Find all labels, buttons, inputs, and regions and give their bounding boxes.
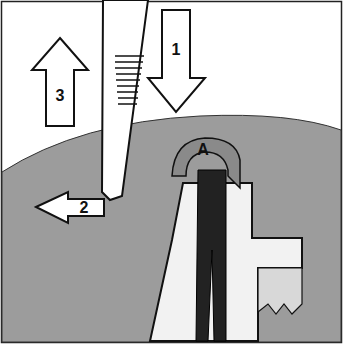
arrow-up: [32, 38, 88, 126]
surface: [2, 115, 341, 342]
callout-number: 3: [56, 88, 65, 104]
clip-body: [196, 170, 226, 341]
part-letter: A: [197, 142, 209, 158]
tool: [102, 0, 148, 200]
callout-number: 2: [80, 200, 89, 216]
clip-tab: [172, 138, 240, 188]
tool-grip: [115, 56, 144, 104]
arrow-down: [148, 10, 205, 112]
torn-edge: [258, 268, 302, 314]
callout-number: 1: [172, 42, 181, 58]
arrow-left: [36, 192, 104, 223]
